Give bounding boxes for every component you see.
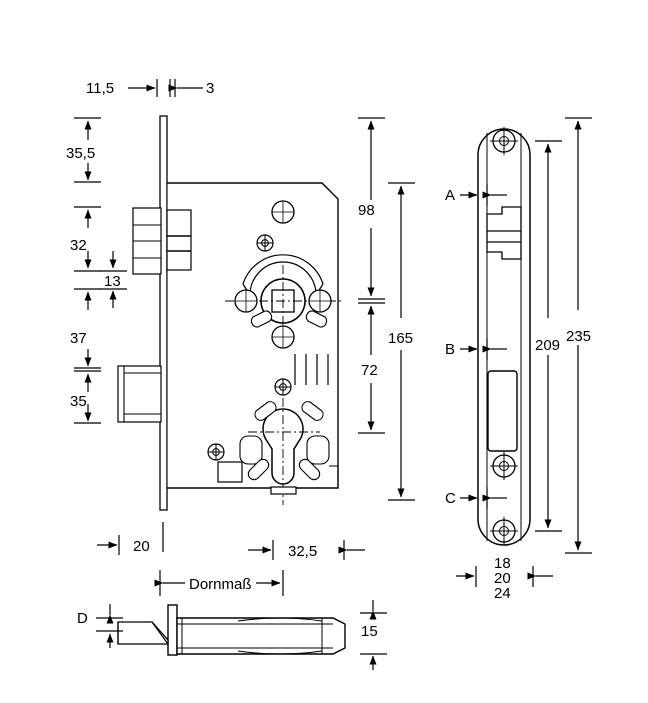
dim-3: 3	[206, 80, 214, 97]
faceplate-bolt-cutout	[487, 370, 518, 452]
latch-bolt	[132, 207, 192, 275]
hatch-marks	[294, 354, 329, 385]
dim-side-view: D 15	[77, 600, 387, 670]
slot-ur	[301, 401, 324, 421]
dim-left-chain: 35,5 32 13 37 35	[66, 117, 127, 424]
slot-right	[306, 435, 330, 465]
dim-37: 37	[70, 330, 87, 347]
dim-dornmass-label: Dornmaß	[189, 576, 252, 593]
faceplate-view-group	[477, 127, 531, 546]
dim-right-chain: 98 72 165	[358, 117, 415, 501]
case-bottom-tab	[270, 486, 297, 495]
marker-c: C	[445, 490, 456, 507]
square-hole-lower	[217, 461, 243, 483]
side-case-body	[176, 617, 346, 655]
slot-lr	[298, 458, 321, 481]
dim-98: 98	[358, 202, 375, 219]
dim-35-5: 35,5	[66, 145, 95, 162]
cylinder-assembly	[207, 378, 339, 505]
dim-11-5: 11,5	[86, 80, 114, 97]
faceplate-latch-cutout	[486, 206, 522, 260]
dim-20-backset-start: 20	[133, 538, 150, 555]
faceplate-strip-front	[159, 115, 168, 511]
marker-d: D	[77, 610, 88, 627]
slot-ll	[247, 458, 270, 481]
dim-width-20: 20	[494, 570, 511, 587]
faceplate-screw-top	[490, 127, 518, 155]
faceplate-outline	[477, 128, 531, 546]
slot-ul	[254, 401, 277, 421]
dim-209: 209	[535, 337, 560, 354]
fixing-hole-left	[234, 289, 258, 313]
screw-boss-cylinder	[274, 378, 292, 396]
screw-boss-lower-left	[207, 443, 225, 461]
dim-165: 165	[388, 330, 413, 347]
dim-32: 32	[70, 237, 87, 254]
slot-lower-left	[250, 310, 273, 328]
side-faceplate	[167, 604, 178, 656]
faceplate-screw-mid	[490, 452, 518, 480]
slot-lower-right	[305, 310, 328, 328]
front-view-group	[117, 115, 341, 511]
dim-15: 15	[361, 623, 378, 640]
dim-faceplate-widths: 18 20 24	[456, 555, 553, 602]
follower-assembly	[225, 200, 341, 385]
fixing-hole-right	[308, 289, 332, 313]
side-view-group	[117, 604, 346, 656]
upper-round-hole	[271, 200, 295, 224]
dim-235: 235	[566, 328, 591, 345]
screw-boss-upper	[256, 234, 274, 252]
faceplate-screw-bottom	[490, 517, 518, 545]
dim-72: 72	[361, 362, 378, 379]
dead-bolt	[117, 365, 162, 423]
slot-left	[239, 435, 263, 465]
dim-width-18: 18	[494, 555, 511, 572]
dim-bottom-group: 20 32,5 Dornmaß	[97, 522, 365, 596]
marker-b: B	[445, 341, 455, 358]
dim-faceplate-verticals: 209 235	[535, 117, 592, 554]
fixing-hole-bottom	[271, 325, 295, 349]
dim-13: 13	[104, 273, 121, 290]
dim-width-24: 24	[494, 585, 511, 602]
dim-35: 35	[70, 393, 87, 410]
faceplate-markers: A B C	[445, 184, 507, 509]
marker-a: A	[445, 187, 455, 204]
dim-top-group: 11,5 3	[86, 79, 214, 97]
dim-32-5: 32,5	[288, 543, 317, 560]
